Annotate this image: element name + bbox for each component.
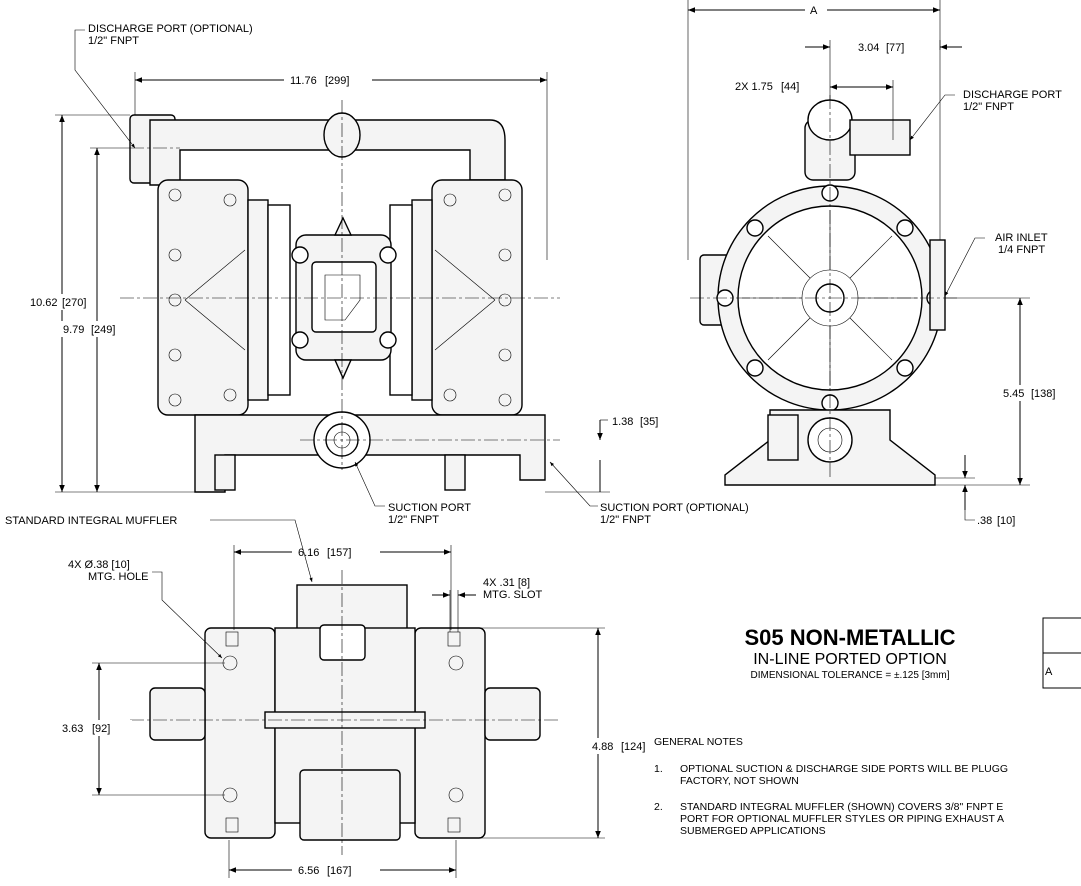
dim-bottom-656: 6.56 (298, 865, 319, 877)
dim-side-545-mm: [138] (1031, 388, 1055, 400)
note-1-line2: FACTORY, NOT SHOWN (680, 775, 799, 787)
label-air-inlet: AIR INLET (995, 232, 1048, 244)
label-suction-size: 1/2" FNPT (388, 514, 439, 526)
front-dimensions (28, 29, 610, 507)
label-discharge-side: DISCHARGE PORT (963, 89, 1062, 101)
dim-bottom-656-mm: [167] (327, 865, 351, 877)
note-2-line3: SUBMERGED APPLICATIONS (680, 825, 826, 837)
note-2-num: 2. (654, 801, 663, 813)
bottom-dimensions (62, 519, 658, 878)
dim-side-545: 5.45 (1003, 388, 1024, 400)
dim-bottom-488-mm: [124] (621, 741, 645, 753)
side-view (690, 95, 960, 486)
dim-height-total-mm: [270] (62, 297, 86, 309)
label-suction: SUCTION PORT (388, 502, 471, 514)
title-table-cell: A (1045, 666, 1053, 678)
dim-bottom-488: 4.88 (592, 741, 613, 753)
label-suction-optional: SUCTION PORT (OPTIONAL) (600, 502, 749, 514)
dim-height-discharge: 9.79 (63, 324, 84, 336)
dim-side-175-mm: [44] (781, 81, 799, 93)
label-mtg-hole: 4X Ø.38 [10] (68, 559, 130, 571)
label-discharge-side-size: 1/2" FNPT (963, 101, 1014, 113)
dim-height-discharge-mm: [249] (91, 324, 115, 336)
label-mtg-slot: 4X .31 [8] (483, 577, 530, 589)
note-2-line1: STANDARD INTEGRAL MUFFLER (SHOWN) COVERS… (680, 801, 1003, 813)
label-discharge-optional: DISCHARGE PORT (OPTIONAL) (88, 23, 253, 35)
dim-side-175: 2X 1.75 (735, 81, 773, 93)
dim-bottom-616-mm: [157] (327, 547, 351, 559)
label-muffler: STANDARD INTEGRAL MUFFLER (5, 515, 177, 527)
note-2-line2: PORT FOR OPTIONAL MUFFLER STYLES OR PIPI… (680, 813, 1004, 825)
front-view (120, 100, 560, 493)
dim-height-total: 10.62 (30, 297, 58, 309)
dim-side-304-mm: [77] (886, 42, 904, 54)
note-1-num: 1. (654, 763, 663, 775)
dim-side-038-mm: [10] (997, 515, 1015, 527)
dim-suction-height: 1.38 (612, 416, 633, 428)
label-mtg-slot-sub: MTG. SLOT (483, 589, 543, 601)
dim-bottom-616: 6.16 (298, 547, 319, 559)
dim-width-top-mm: [299] (325, 75, 349, 87)
dim-side-a: A (810, 5, 818, 17)
label-discharge-optional-size: 1/2" FNPT (88, 35, 139, 47)
title-tolerance: DIMENSIONAL TOLERANCE = ±.125 [3mm] (751, 670, 950, 681)
label-air-inlet-size: 1/4 FNPT (998, 244, 1045, 256)
dim-side-038: .38 (977, 515, 992, 527)
side-dimensions (687, 0, 1070, 521)
title-main: S05 NON-METALLIC (744, 625, 955, 650)
dim-suction-height-mm: [35] (640, 416, 658, 428)
bottom-view (130, 570, 560, 855)
note-1-line1: OPTIONAL SUCTION & DISCHARGE SIDE PORTS … (680, 763, 1008, 775)
label-mtg-hole-sub: MTG. HOLE (88, 571, 149, 583)
dim-side-304: 3.04 (858, 42, 879, 54)
label-suction-optional-size: 1/2" FNPT (600, 514, 651, 526)
notes-heading: GENERAL NOTES (654, 736, 743, 748)
dim-bottom-363-mm: [92] (92, 723, 110, 735)
title-sub: IN-LINE PORTED OPTION (753, 651, 947, 668)
dim-width-top: 11.76 (290, 75, 317, 87)
dim-bottom-363: 3.63 (62, 723, 83, 735)
